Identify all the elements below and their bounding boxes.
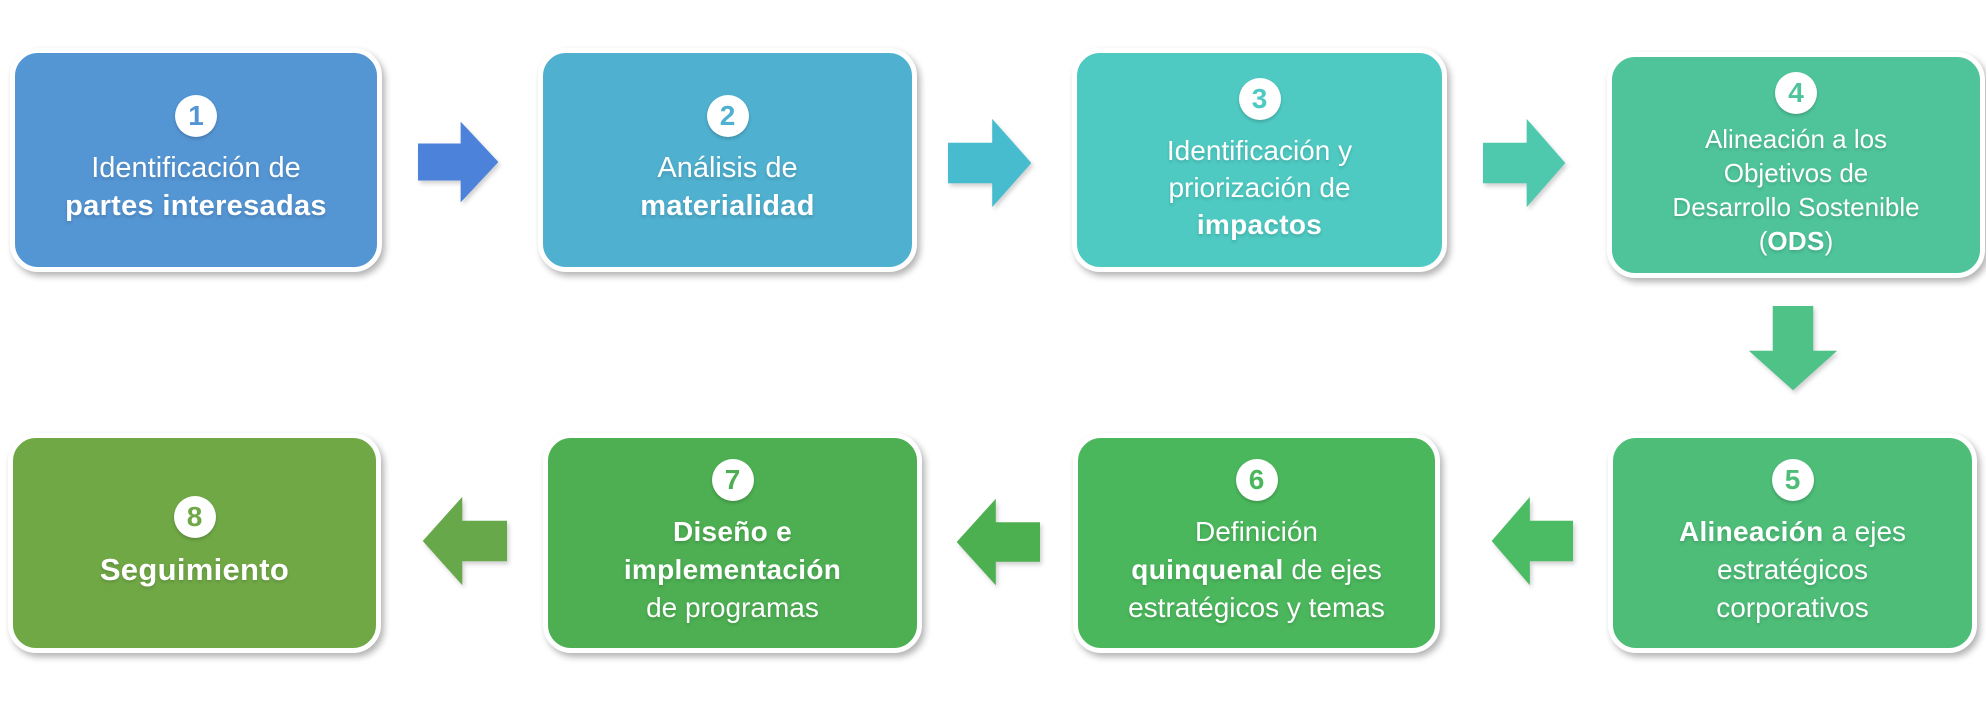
step-text-segment: impactos (1196, 208, 1323, 240)
step-3-text-line: priorización de (1168, 169, 1350, 206)
step-box-4: 4 Alineación a los Objetivos de Desarrol… (1607, 52, 1985, 278)
step-text-segment: implementación (623, 554, 842, 585)
step-text-segment: priorización de (1168, 171, 1351, 203)
step-text-segment: ) (1824, 226, 1834, 256)
step-6-text-line: quinquenal de ejes (1131, 551, 1381, 589)
step-text-segment: estratégicos y temas (1128, 592, 1385, 623)
step-text-segment: de ejes (1283, 554, 1382, 585)
step-text-segment: ( (1758, 226, 1768, 256)
step-1-text-line: Identificación de (91, 149, 301, 187)
step-text-segment: Desarrollo Sostenible (1672, 192, 1920, 222)
arrow-left-icon (1491, 496, 1573, 586)
step-7-text-line: implementación (624, 551, 841, 589)
arrow-right-icon (1483, 118, 1566, 208)
step-6-text-line: Definición (1195, 513, 1318, 551)
step-5-number-badge: 5 (1771, 459, 1814, 501)
step-box-8: 8 Seguimiento (8, 433, 381, 653)
step-4-text-line: Objetivos de (1724, 156, 1869, 190)
step-6-text-line: estratégicos y temas (1128, 589, 1385, 627)
step-4-text-line: Alineación a los (1705, 122, 1887, 156)
arrow-left-icon (956, 498, 1040, 586)
step-box-1: 1 Identificación de partes interesadas (10, 48, 382, 272)
step-box-7: 7 Diseño e implementación de programas (543, 433, 922, 653)
step-text-segment: Objetivos de (1723, 158, 1869, 188)
step-4-number-badge: 4 (1775, 72, 1817, 114)
step-5-text-line: Alineación a ejes (1679, 513, 1906, 551)
step-8-text-line: Seguimiento (100, 550, 289, 590)
step-text-segment: quinquenal (1131, 554, 1284, 585)
step-text-segment: ODS (1767, 226, 1825, 256)
arrow-down-icon (1748, 306, 1838, 391)
step-3-number-badge: 3 (1238, 77, 1281, 120)
step-text-segment: partes interesadas (65, 190, 327, 222)
step-text-segment: Alineación (1678, 516, 1824, 547)
step-7-text-line: Diseño e (673, 513, 792, 551)
step-3-text-line: Identificación y (1167, 132, 1352, 169)
step-text-segment: Seguimiento (99, 552, 290, 587)
step-text-segment: Identificación de (91, 152, 301, 184)
step-text-segment: Definición (1195, 516, 1318, 547)
step-1-number-badge: 1 (175, 95, 217, 137)
step-5-text-line: estratégicos (1717, 551, 1868, 589)
step-1-text-line: partes interesadas (65, 187, 327, 225)
step-6-number-badge: 6 (1235, 459, 1278, 501)
step-box-6: 6 Definición quinquenal de ejes estratég… (1073, 433, 1440, 653)
step-text-segment: a ejes (1823, 516, 1907, 547)
step-2-text-line: materialidad (640, 187, 814, 225)
step-8-number-badge: 8 (173, 496, 216, 538)
step-text-segment: de programas (646, 592, 819, 623)
step-text-segment: corporativos (1716, 592, 1869, 623)
step-3-text-line: impactos (1197, 206, 1322, 243)
step-text-segment: Identificación y (1166, 134, 1353, 166)
step-text-segment: Diseño e (672, 516, 793, 547)
step-text-segment: estratégicos (1717, 554, 1868, 585)
step-text-segment: Alineación a los (1704, 124, 1888, 154)
arrow-right-icon (418, 121, 499, 203)
step-text-segment: materialidad (640, 190, 815, 222)
step-5-text-line: corporativos (1716, 589, 1869, 627)
arrow-right-icon (948, 118, 1032, 208)
step-4-text-line: Desarrollo Sostenible (1672, 190, 1919, 224)
step-text-segment: Análisis de (657, 152, 798, 184)
step-4-text-line: (ODS) (1759, 224, 1834, 258)
step-7-number-badge: 7 (711, 459, 754, 501)
step-box-5: 5 Alineación a ejes estratégicos corpora… (1608, 433, 1977, 653)
arrow-left-icon (422, 496, 507, 586)
step-box-3: 3 Identificación y priorización de impac… (1072, 48, 1447, 272)
step-box-2: 2 Análisis de materialidad (538, 48, 917, 272)
step-2-text-line: Análisis de (657, 149, 797, 187)
step-2-number-badge: 2 (706, 95, 749, 137)
step-7-text-line: de programas (646, 589, 819, 627)
